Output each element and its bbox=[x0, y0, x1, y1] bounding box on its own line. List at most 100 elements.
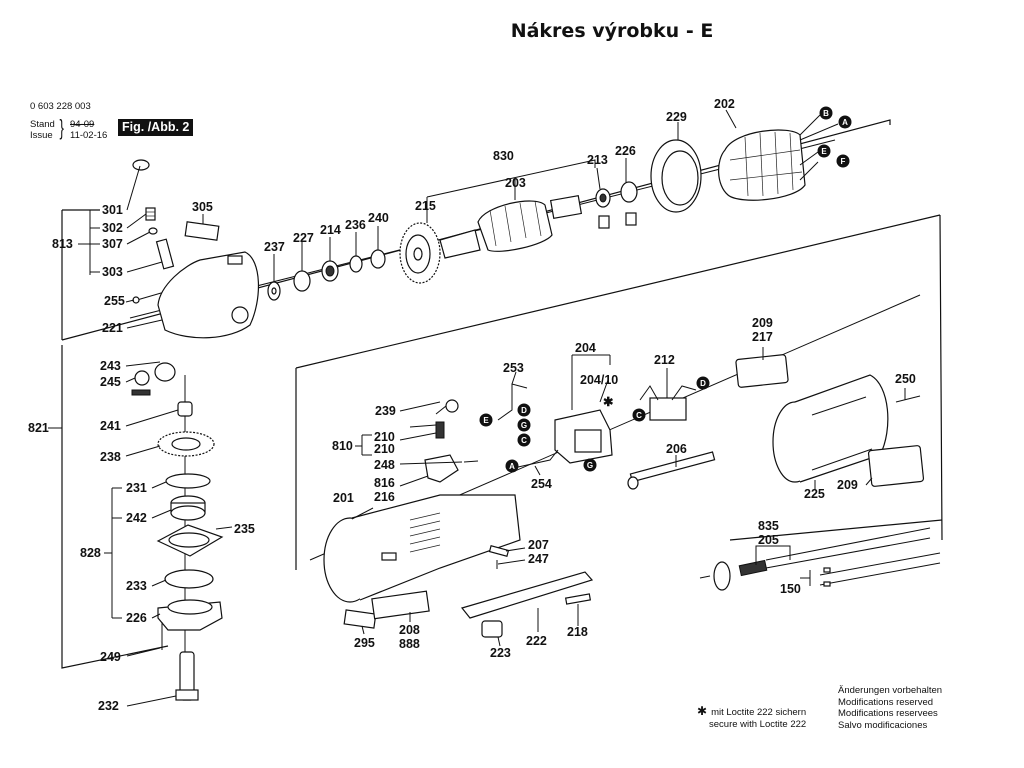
part-210-brush bbox=[409, 421, 445, 439]
loctite-note-en: secure with Loctite 222 bbox=[709, 718, 807, 730]
label-225: 225 bbox=[804, 487, 825, 501]
label-226-lower: 226 bbox=[126, 611, 147, 625]
svg-text:G: G bbox=[521, 421, 527, 430]
loctite-note-de: mit Loctite 222 sichern bbox=[711, 707, 807, 718]
svg-text:C: C bbox=[636, 411, 642, 420]
label-217: 217 bbox=[752, 330, 773, 344]
label-221: 221 bbox=[102, 321, 123, 335]
part-221-gear-housing bbox=[157, 251, 259, 339]
label-201: 201 bbox=[333, 491, 354, 505]
connector-b-upper: B bbox=[819, 106, 833, 120]
part-303-pin bbox=[155, 238, 175, 270]
label-232: 232 bbox=[98, 699, 119, 713]
loctite-star-icon: ✱ bbox=[697, 704, 708, 718]
part-223-knob bbox=[481, 620, 503, 638]
part-237-bearing bbox=[267, 281, 281, 301]
label-202: 202 bbox=[714, 97, 735, 111]
label-212: 212 bbox=[654, 353, 675, 367]
bracket-813 bbox=[78, 209, 100, 275]
label-302: 302 bbox=[102, 221, 123, 235]
connector-f-upper: F bbox=[836, 154, 850, 168]
part-235-gasket bbox=[156, 524, 224, 557]
label-214: 214 bbox=[320, 223, 341, 237]
label-210-a: 210 bbox=[374, 430, 395, 444]
part-295-label bbox=[343, 609, 377, 629]
connector-a-upper: A bbox=[838, 115, 852, 129]
label-821: 821 bbox=[28, 421, 49, 435]
label-249: 249 bbox=[100, 650, 121, 664]
part-208-label bbox=[371, 590, 430, 620]
modifications-de: Änderungen vorbehalten bbox=[838, 685, 943, 696]
modifications-es: Salvo modificaciones bbox=[838, 719, 928, 731]
label-253: 253 bbox=[503, 361, 524, 375]
part-226-bearing-sleeve bbox=[620, 181, 638, 226]
label-222: 222 bbox=[526, 634, 547, 648]
label-828: 828 bbox=[80, 546, 101, 560]
part-206-tube bbox=[627, 451, 716, 490]
part-241-bushing bbox=[177, 401, 193, 417]
label-240: 240 bbox=[368, 211, 389, 225]
loctite-note: ✱mit Loctite 222 sichern secure with Loc… bbox=[697, 704, 807, 730]
connector-d-switch: D bbox=[517, 403, 531, 417]
bracket-828 bbox=[104, 487, 122, 619]
part-307-washer bbox=[148, 227, 158, 235]
part-254-cable bbox=[517, 449, 559, 468]
part-213-bearing bbox=[595, 188, 611, 229]
connector-g-lower: G bbox=[583, 458, 597, 472]
part-214-bearing bbox=[321, 260, 339, 282]
label-301: 301 bbox=[102, 203, 123, 217]
part-231-circlip bbox=[165, 473, 211, 489]
label-213: 213 bbox=[587, 153, 608, 167]
modifications-fr: Modifications reservees bbox=[838, 708, 938, 719]
part-243-pinion bbox=[154, 362, 176, 382]
connector-a-cable: A bbox=[505, 459, 519, 473]
leader-lines bbox=[125, 109, 906, 707]
issue-value: 11-02-16 bbox=[70, 130, 108, 141]
connector-e-switch: E bbox=[479, 413, 493, 427]
part-207-clamp bbox=[488, 545, 510, 557]
label-810: 810 bbox=[332, 439, 353, 453]
svg-text:A: A bbox=[842, 118, 848, 127]
part-242-bearing bbox=[170, 495, 206, 521]
label-209-upper: 209 bbox=[752, 316, 773, 330]
connector-g-switch: G bbox=[517, 418, 531, 432]
part-816-brush-holder bbox=[424, 454, 459, 483]
label-218: 218 bbox=[567, 625, 588, 639]
label-241: 241 bbox=[100, 419, 121, 433]
part-225-cover-sleeve bbox=[772, 374, 889, 483]
label-209-lower: 209 bbox=[837, 478, 858, 492]
label-229: 229 bbox=[666, 110, 687, 124]
part-301-cap bbox=[132, 159, 150, 171]
label-830: 830 bbox=[493, 149, 514, 163]
label-204-10: 204/10 bbox=[580, 373, 618, 387]
part-253-cable bbox=[497, 383, 528, 421]
label-204: 204 bbox=[575, 341, 596, 355]
label-205: 205 bbox=[758, 533, 779, 547]
issue-label: Issue bbox=[30, 130, 53, 141]
loctite-marker: ✱ bbox=[603, 395, 614, 409]
label-235: 235 bbox=[234, 522, 255, 536]
label-242: 242 bbox=[126, 511, 147, 525]
part-248-screw bbox=[463, 460, 479, 463]
label-150: 150 bbox=[780, 582, 801, 596]
svg-text:G: G bbox=[587, 461, 593, 470]
label-245: 245 bbox=[100, 375, 121, 389]
part-227-ring bbox=[293, 270, 311, 292]
svg-text:D: D bbox=[521, 406, 527, 415]
svg-text:D: D bbox=[700, 379, 706, 388]
label-223: 223 bbox=[490, 646, 511, 660]
label-216: 216 bbox=[374, 490, 395, 504]
label-254: 254 bbox=[531, 477, 552, 491]
part-250-screw bbox=[895, 395, 921, 403]
label-307: 307 bbox=[102, 237, 123, 251]
part-245-nut bbox=[131, 370, 151, 396]
part-202-field-coil bbox=[718, 129, 806, 201]
lower-assembly-frame bbox=[61, 214, 943, 669]
label-813: 813 bbox=[52, 237, 73, 251]
part-201-motor-housing bbox=[323, 494, 521, 603]
svg-text:E: E bbox=[483, 416, 489, 425]
part-215-gear bbox=[399, 222, 441, 284]
connector-d-capacitor: D bbox=[696, 376, 710, 390]
stand-label: Stand bbox=[30, 119, 55, 130]
